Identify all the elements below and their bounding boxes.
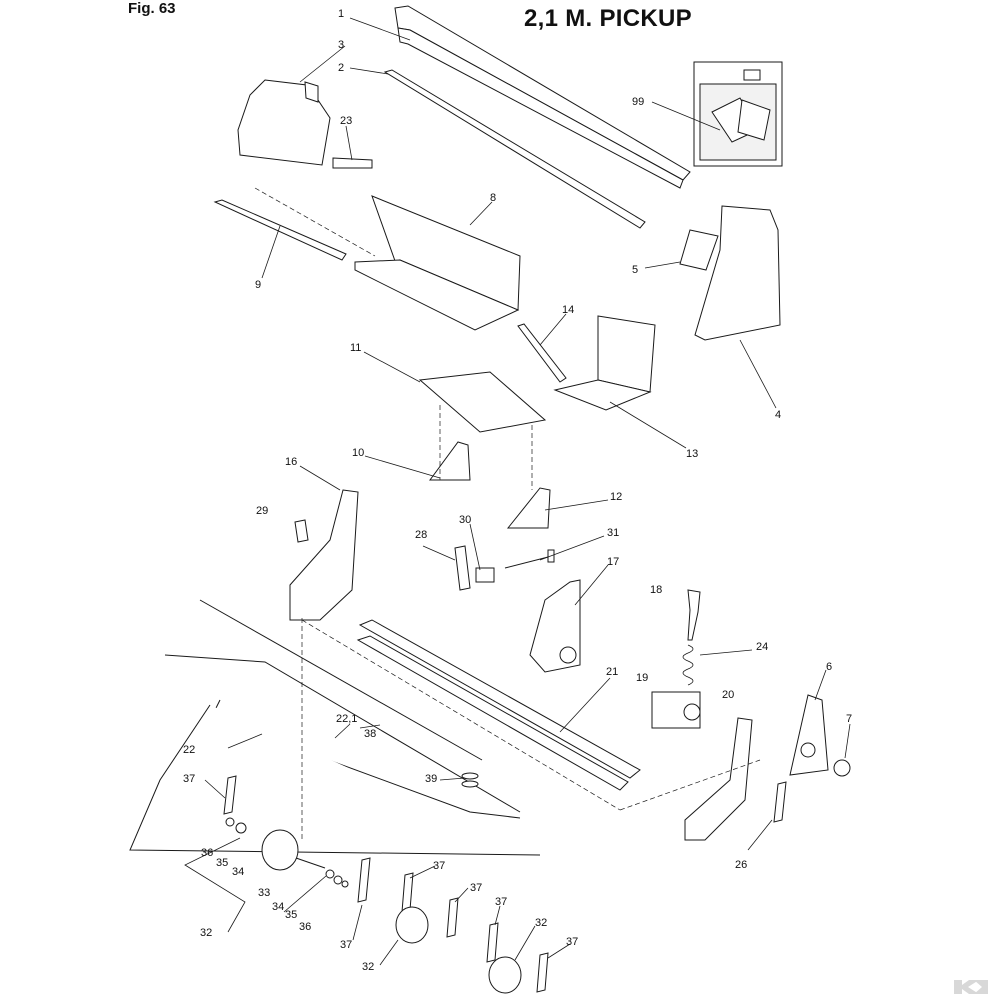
callout-24: 24 [756,641,768,653]
part-18-lever [687,589,701,641]
callout-36-a: 36 [201,847,213,859]
callout-32-c: 32 [535,917,547,929]
part-9-strip [213,199,347,261]
part-8-panel [354,195,521,331]
figure-number: Fig. 63 [128,0,176,17]
callout-99: 99 [632,96,644,108]
callout-22: 22 [183,744,195,756]
part-17-side-bracket [529,579,581,673]
part-28-bracket [454,545,471,591]
part-29-plate [294,519,309,543]
callout-leaders [184,17,851,966]
diagram-title: 2,1 M. PICKUP [524,5,692,32]
part-21-main-tube [356,619,641,791]
callout-13: 13 [686,448,698,460]
part-22-frame [129,654,541,856]
callout-26: 26 [735,859,747,871]
callout-30: 30 [459,514,471,526]
callout-18: 18 [650,584,662,596]
callout-37-f: 37 [566,936,578,948]
callout-34-b: 34 [272,901,284,913]
callout-28: 28 [415,529,427,541]
part-12-bracket [506,487,551,529]
callout-23: 23 [340,115,352,127]
part-23-bracket [332,157,373,169]
callout-37-a: 37 [183,773,195,785]
part-30-block [475,567,495,583]
callout-16: 16 [285,456,297,468]
callout-9: 9 [255,279,261,291]
callout-38: 38 [364,728,376,740]
callout-34-a: 34 [232,866,244,878]
callout-37-d: 37 [470,882,482,894]
part-13-panel [553,315,656,411]
part-5-plate [679,229,719,271]
callout-5: 5 [632,264,638,276]
wheel-assembly-middle [395,872,459,944]
callout-39: 39 [425,773,437,785]
callout-29: 29 [256,505,268,517]
callout-3: 3 [338,39,344,51]
part-1-top-strip [394,5,691,189]
part-3-shield [237,79,331,166]
callout-19: 19 [636,672,648,684]
callout-10: 10 [352,447,364,459]
brand-logo [954,980,988,994]
callout-32-a: 32 [200,927,212,939]
callout-8: 8 [490,192,496,204]
callout-35-a: 35 [216,857,228,869]
callout-7: 7 [846,713,852,725]
callout-2: 2 [338,62,344,74]
part-24-spring [682,644,694,686]
wheel-assembly-right [486,922,549,994]
callout-labels: 1 2 3 23 99 8 9 5 4 14 13 11 10 12 16 29… [183,8,852,973]
callout-6: 6 [826,661,832,673]
part-20-bracket [684,717,753,841]
callout-20: 20 [722,689,734,701]
callout-33: 33 [258,887,270,899]
callout-31: 31 [607,527,619,539]
part-19-mount-plate [651,691,701,729]
wheel-assembly-left [223,775,371,903]
part-16-side-plate [289,489,359,621]
callout-37-b: 37 [340,939,352,951]
part-4-guard [694,205,781,341]
callout-22-1: 22,1 [336,713,357,725]
callout-36-b: 36 [299,921,311,933]
callout-4: 4 [775,409,781,421]
part-10-bracket [429,441,471,481]
assembly-lines [254,187,761,840]
part-31-long-bolt [504,549,555,569]
callout-12: 12 [610,491,622,503]
callout-14: 14 [562,304,574,316]
callout-17: 17 [607,556,619,568]
part-38-rod [199,599,483,761]
part-7-knob [833,759,851,777]
part-26-link [773,781,787,823]
callout-11: 11 [350,342,361,354]
part-99-bolt-bag [693,61,783,167]
callout-21: 21 [606,666,618,678]
callout-37-e: 37 [495,896,507,908]
callout-32-b: 32 [362,961,374,973]
part-2-rail [383,69,646,229]
callout-1: 1 [338,8,344,20]
part-6-plate [789,694,829,776]
part-11-plate [418,371,547,433]
part-39-fittings [461,772,479,788]
part-14-strip [517,323,567,383]
callout-37-c: 37 [433,860,445,872]
callout-35-b: 35 [285,909,297,921]
